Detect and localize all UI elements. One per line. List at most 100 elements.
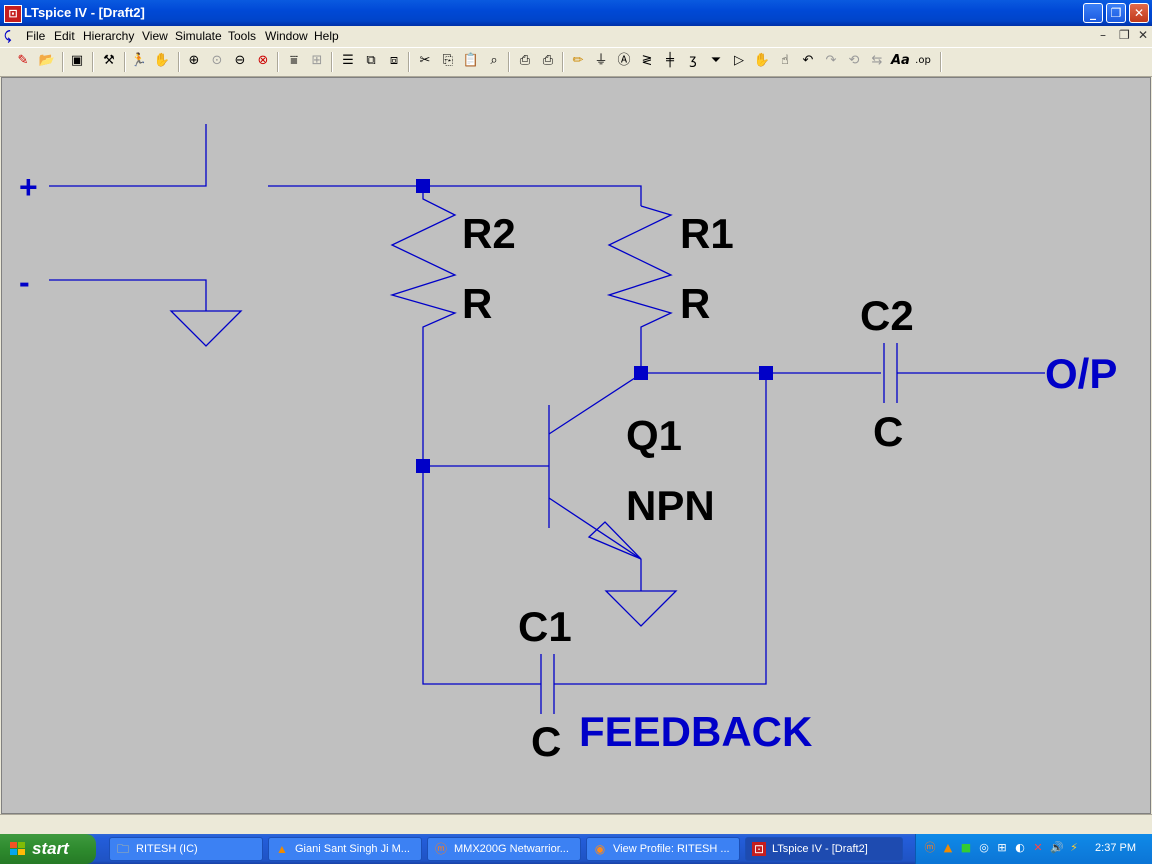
ground-icon[interactable]: ⏚ bbox=[594, 53, 608, 68]
toolbar-separator bbox=[331, 52, 333, 72]
junction-dot bbox=[759, 366, 773, 380]
schematic-canvas[interactable]: + - R2 R R1 R C2 C O/P Q1 NPN C1 C FEEDB… bbox=[1, 77, 1151, 814]
c2-name-label[interactable]: C2 bbox=[860, 292, 914, 339]
tile-vertical-icon[interactable]: ⧈ bbox=[389, 53, 399, 68]
mdi-close-icon[interactable]: ✕ bbox=[1138, 28, 1149, 42]
top-rail-wire bbox=[268, 185, 642, 206]
q1-value-label[interactable]: NPN bbox=[626, 482, 715, 529]
r1-name-label[interactable]: R1 bbox=[680, 210, 734, 257]
ltspice-app-icon[interactable]: ⊡ bbox=[4, 5, 22, 23]
spice-directive-icon[interactable]: .op bbox=[915, 55, 931, 66]
print-icon[interactable]: ⎙ bbox=[542, 53, 554, 68]
undo-icon[interactable]: ↶ bbox=[802, 53, 814, 68]
halt-icon[interactable]: ✋ bbox=[153, 53, 171, 68]
system-tray: ⓜ ▲ ■ ◎ ⊞ ◐ ✕ 🔊 ⚡ 2:37 PM bbox=[915, 834, 1152, 864]
grid-icon[interactable]: ⊞ bbox=[311, 53, 323, 68]
menu-simulate[interactable]: Simulate bbox=[175, 29, 222, 43]
junction-dot bbox=[416, 179, 430, 193]
mdi-minimize-icon[interactable]: – bbox=[1100, 28, 1106, 42]
zoom-out-icon[interactable]: ⊖ bbox=[234, 53, 246, 68]
find-icon[interactable]: ⌕ bbox=[490, 53, 498, 68]
run-icon[interactable]: 🏃 bbox=[130, 53, 148, 68]
diode-icon[interactable]: ⏷ bbox=[710, 53, 722, 68]
tile-horizontal-icon[interactable]: ☰ bbox=[342, 53, 354, 68]
r2-value-label[interactable]: R bbox=[462, 280, 492, 327]
close-button[interactable]: ✕ bbox=[1129, 3, 1149, 23]
menu-edit[interactable]: Edit bbox=[54, 29, 75, 43]
vlc-icon: ▲ bbox=[276, 842, 288, 856]
capacitor-icon[interactable]: ╪ bbox=[666, 53, 674, 68]
toolbar: ✎ 📂 ▣ ⚒ 🏃 ✋ ⊕ ⊙ ⊖ ⊗ ⩸ ⊞ ☰ ⧉ ⧈ ✂ ⎘ 📋 ⌕ ⎙ … bbox=[0, 47, 1152, 77]
q1-name-label[interactable]: Q1 bbox=[626, 412, 682, 459]
menu-view[interactable]: View bbox=[142, 29, 168, 43]
q1-emitter bbox=[548, 497, 642, 560]
taskbar-item-firefox[interactable]: ◉ View Profile: RITESH ... bbox=[586, 837, 740, 861]
redo-icon[interactable]: ↷ bbox=[825, 53, 837, 68]
component-icon[interactable]: ▷ bbox=[734, 53, 744, 68]
c1-value-label[interactable]: C bbox=[531, 718, 561, 765]
open-icon[interactable]: 📂 bbox=[38, 53, 56, 68]
taskbar-item-ltspice[interactable]: ⊡ LTspice IV - [Draft2] bbox=[745, 837, 903, 861]
menu-file[interactable]: File bbox=[26, 29, 46, 43]
window-title: LTspice IV - [Draft2] bbox=[24, 5, 145, 20]
start-button[interactable]: start bbox=[0, 834, 96, 864]
tray-network-icon[interactable]: ⊞ bbox=[997, 841, 1007, 854]
taskbar-item-mozilla[interactable]: ⓜ MMX200G Netwarrior... bbox=[427, 837, 581, 861]
feedback-wire-left bbox=[422, 466, 541, 685]
c1-name-label[interactable]: C1 bbox=[518, 603, 572, 650]
zoom-cancel-icon[interactable]: ⊗ bbox=[257, 53, 269, 68]
mozilla-icon: ⓜ bbox=[434, 842, 447, 856]
tray-speaker-icon[interactable]: 🔊 bbox=[1050, 841, 1064, 854]
control-panel-icon[interactable]: ⚒ bbox=[103, 53, 115, 68]
c2-value-label[interactable]: C bbox=[873, 408, 903, 455]
r2-name-label[interactable]: R2 bbox=[462, 210, 516, 257]
toolbar-separator bbox=[408, 52, 410, 72]
taskbar-item-vlc[interactable]: ▲ Giani Sant Singh Ji M... bbox=[268, 837, 422, 861]
mdi-doc-icon[interactable]: ⤹ bbox=[4, 29, 12, 43]
resistor-icon[interactable]: ≷ bbox=[641, 53, 653, 68]
copy-icon[interactable]: ⎘ bbox=[442, 53, 454, 68]
minus-wire bbox=[49, 279, 207, 311]
tray-green-icon[interactable]: ■ bbox=[960, 841, 972, 854]
tray-power-icon[interactable]: ⚡ bbox=[1070, 841, 1078, 854]
feedback-text-label[interactable]: FEEDBACK bbox=[579, 708, 812, 755]
q1-collector bbox=[548, 373, 642, 435]
move-icon[interactable]: ✋ bbox=[753, 53, 771, 68]
save-icon[interactable]: ▣ bbox=[70, 53, 84, 68]
ground-symbol-left bbox=[169, 310, 243, 347]
autorange-icon[interactable]: ⩸ bbox=[290, 53, 298, 68]
menu-tools[interactable]: Tools bbox=[228, 29, 257, 43]
toolbar-separator bbox=[562, 52, 564, 72]
menu-hierarchy[interactable]: Hierarchy bbox=[83, 29, 135, 43]
cut-icon[interactable]: ✂ bbox=[419, 53, 431, 68]
toolbar-separator bbox=[277, 52, 279, 72]
tray-alert-icon[interactable]: ✕ bbox=[1033, 841, 1043, 854]
menu-help[interactable]: Help bbox=[314, 29, 339, 43]
zoom-in-icon[interactable]: ⊕ bbox=[188, 53, 200, 68]
menu-window[interactable]: Window bbox=[265, 29, 308, 43]
tray-disc-icon[interactable]: ◎ bbox=[979, 841, 989, 854]
r1-value-label[interactable]: R bbox=[680, 280, 710, 327]
minimize-button[interactable]: _ bbox=[1083, 3, 1103, 23]
ground-symbol-emitter bbox=[604, 590, 678, 627]
print-setup-icon[interactable]: ⎙ bbox=[519, 53, 531, 68]
tray-mozilla-icon[interactable]: ⓜ bbox=[924, 841, 936, 854]
toolbar-separator bbox=[62, 52, 64, 72]
rotate-icon[interactable]: ⟲ bbox=[848, 53, 860, 68]
text-icon[interactable]: Aa bbox=[891, 53, 910, 68]
new-schematic-icon[interactable]: ✎ bbox=[17, 53, 29, 68]
paste-icon[interactable]: 📋 bbox=[462, 53, 480, 68]
label-net-icon[interactable]: Ⓐ bbox=[617, 53, 631, 68]
tray-security-icon[interactable]: ◐ bbox=[1015, 841, 1025, 854]
draw-wire-icon[interactable]: ✏ bbox=[572, 53, 584, 68]
cascade-icon[interactable]: ⧉ bbox=[366, 53, 376, 68]
mdi-restore-icon[interactable]: ❐ bbox=[1119, 28, 1130, 42]
inductor-icon[interactable]: ʒ bbox=[689, 53, 697, 68]
restore-button[interactable]: ❐ bbox=[1106, 3, 1126, 23]
mirror-icon[interactable]: ⇆ bbox=[871, 53, 883, 68]
tray-vlc-icon[interactable]: ▲ bbox=[943, 841, 953, 854]
output-net-label[interactable]: O/P bbox=[1045, 350, 1117, 397]
zoom-full-icon[interactable]: ⊙ bbox=[211, 53, 223, 68]
taskbar-item-ritesh-folder[interactable]: 🗀 RITESH (IC) bbox=[109, 837, 263, 861]
drag-icon[interactable]: ☝ bbox=[781, 53, 789, 68]
